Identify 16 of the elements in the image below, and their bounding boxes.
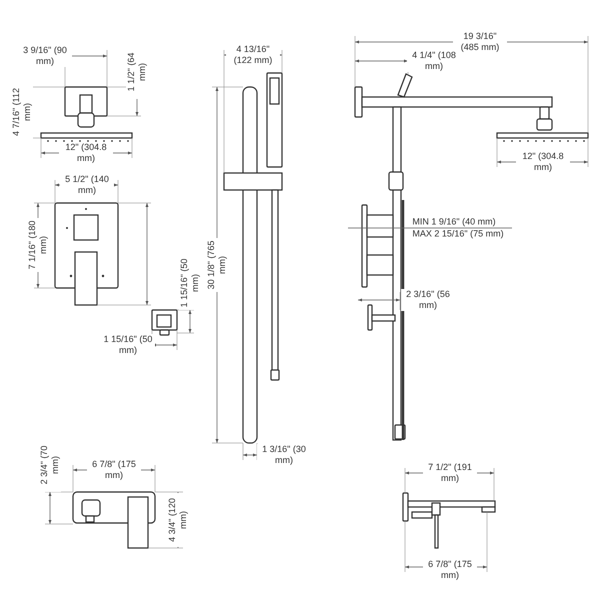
dimension-label: 12" (304.8 mm) [516, 151, 570, 173]
dimension-label: 4 13/16" (122 mm) [226, 44, 280, 66]
dimension-label: 5 1/2" (140 mm) [60, 174, 114, 196]
dimension-label: 12" (304.8 mm) [59, 142, 113, 164]
dimension-label: 4 3/4" (120 mm) [167, 493, 189, 547]
dimension-label: 6 7/8" (175 mm) [87, 459, 141, 481]
dimension-label: 6 7/8" (175 mm) [423, 559, 477, 581]
dimension-label: 4 7/16" (112 mm) [11, 85, 33, 139]
dimension-label: 19 3/16" (485 mm) [453, 31, 507, 53]
dimension-label: 30 1/8" (765 mm) [206, 238, 228, 292]
dimension-label: 7 1/16" (180 mm) [27, 218, 49, 272]
dimension-label: 7 1/2" (191 mm) [423, 462, 477, 484]
dimension-label: 1 15/16" (50 mm) [101, 334, 155, 356]
dimension-label: 1 15/16" (50 mm) [179, 256, 201, 310]
dimension-label: MIN 1 9/16" (40 mm) [411, 216, 497, 228]
dimension-label: MAX 2 15/16" (75 mm) [411, 228, 505, 240]
